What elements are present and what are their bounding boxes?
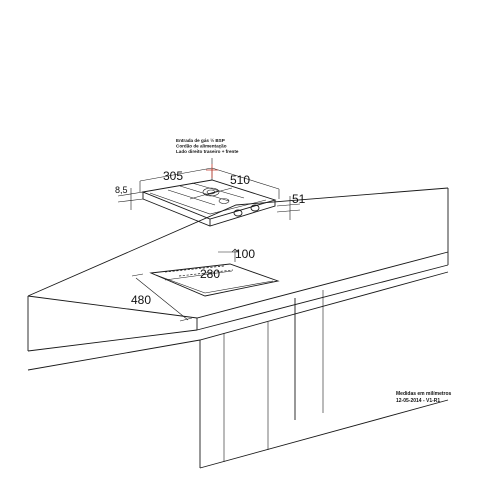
- units-note: Medidas em milímetros: [396, 391, 452, 397]
- cutout-inner-front: [204, 280, 274, 294]
- countertop-back-edge: [27, 187, 449, 297]
- gas-note-line-1: Entrada de gás ½ BSP: [176, 137, 225, 143]
- countertop-left-thickness: [27, 329, 198, 352]
- gas-inlet-marker-icon: [206, 164, 218, 178]
- dim-8-5-label: 8,5: [115, 185, 128, 195]
- small-burner: [218, 198, 230, 204]
- gas-note-line-2: Cordão de alimentação: [176, 144, 227, 149]
- countertop: [27, 187, 449, 352]
- hob-inner-rim: [149, 192, 267, 215]
- dim-100-label: 100: [235, 247, 255, 261]
- large-burner: [202, 187, 220, 197]
- dim-280-line: [164, 270, 233, 281]
- dim-100-line: [218, 249, 238, 262]
- revision-note: 12-05-2014 - V1-R1: [396, 398, 440, 404]
- cutout-outline: [149, 263, 280, 297]
- knob-left: [233, 209, 243, 217]
- cabinet-top-line: [27, 271, 449, 371]
- gas-note-line-3: Lado direito traseiro + frente: [176, 149, 239, 154]
- pan-supports: [167, 182, 245, 206]
- dim-480-label: 480: [131, 293, 151, 307]
- dim-280-label: 280: [200, 267, 220, 281]
- cutout-inner-left: [155, 274, 206, 294]
- countertop-front-thickness: [196, 264, 449, 331]
- base-cabinet: [27, 271, 449, 469]
- dim-top-line: [139, 167, 280, 190]
- countertop-front-edge: [27, 251, 449, 319]
- hob-edge: [142, 192, 276, 227]
- cabinet-bottom-line: [199, 399, 449, 469]
- cutout: [131, 248, 280, 322]
- dim-8-5-line: [117, 188, 144, 210]
- cutout-dashed-mid: [178, 269, 234, 277]
- dim-305-label: 305: [163, 169, 183, 183]
- dim-51-line: [276, 196, 301, 220]
- large-burner-cap: [206, 189, 216, 195]
- dim-480-line: [131, 273, 193, 322]
- cutout-dashed-back: [164, 265, 225, 273]
- gas-hob: [117, 158, 301, 227]
- dim-100-arrow: [231, 248, 239, 253]
- hob-top-plate: [141, 179, 277, 220]
- dim-51-label: 51: [292, 192, 306, 206]
- knob-right: [250, 204, 260, 212]
- dim-510-label: 510: [230, 173, 250, 187]
